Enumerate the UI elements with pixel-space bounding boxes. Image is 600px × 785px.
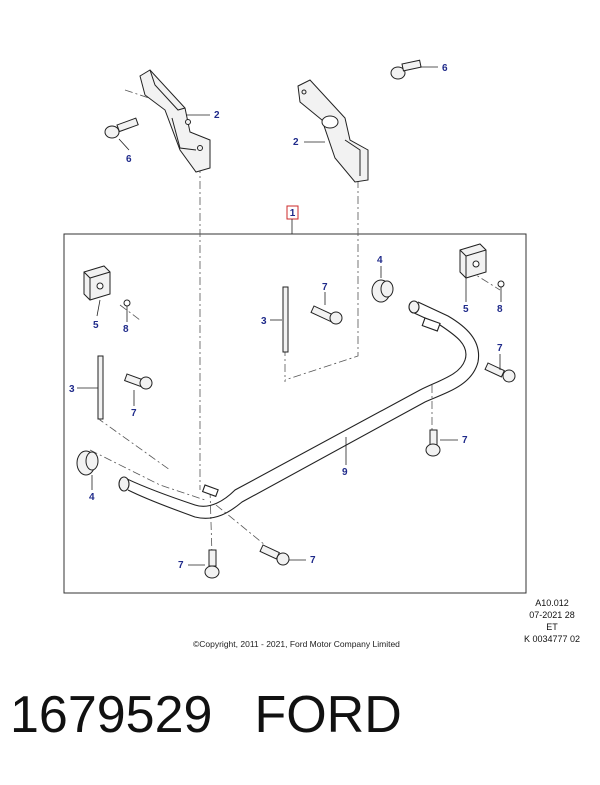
bracket-left <box>139 69 211 173</box>
brand-name: FORD <box>254 686 402 744</box>
reference-line-2: 07-2021 28 <box>529 610 575 620</box>
bolt-7-d <box>425 429 441 457</box>
bolt-7-e <box>204 549 220 579</box>
callout-7-d[interactable]: 7 <box>462 435 468 446</box>
clamp-5-right <box>459 243 487 279</box>
part-title: 1679529 FORD <box>10 685 402 745</box>
nut-8-right <box>497 280 505 288</box>
clamp-5-left <box>83 265 111 301</box>
stud-3-lower <box>97 355 104 420</box>
callout-6-right[interactable]: 6 <box>442 63 448 74</box>
callout-7-c[interactable]: 7 <box>497 343 503 354</box>
part-number: 1679529 <box>10 686 213 744</box>
callout-9[interactable]: 9 <box>342 467 348 478</box>
callout-5-right[interactable]: 5 <box>463 304 469 315</box>
parts-diagram: 1 <box>63 59 527 594</box>
callout-8-right[interactable]: 8 <box>497 304 503 315</box>
callout-8-left[interactable]: 8 <box>123 324 129 335</box>
callout-2-upper-right[interactable]: 2 <box>293 137 299 148</box>
callout-3-upper[interactable]: 3 <box>261 316 267 327</box>
bolt-7-c <box>484 362 516 383</box>
bolt-6-left <box>104 117 139 139</box>
bolt-7-f <box>259 544 290 566</box>
reference-line-1: A10.012 <box>535 598 569 608</box>
callout-7-e[interactable]: 7 <box>178 560 184 571</box>
bracket-right <box>297 79 369 183</box>
svg-text:1: 1 <box>290 208 296 219</box>
callout-7-b[interactable]: 7 <box>131 408 137 419</box>
callout-5-left[interactable]: 5 <box>93 320 99 331</box>
bolt-7-b <box>123 373 153 390</box>
callout-7-a[interactable]: 7 <box>322 282 328 293</box>
callout-4-left[interactable]: 4 <box>89 492 95 503</box>
callout-4-right[interactable]: 4 <box>377 255 383 266</box>
stud-3-upper <box>282 286 289 353</box>
callout-2-upper-left[interactable]: 2 <box>214 110 220 121</box>
callout-3-lower[interactable]: 3 <box>69 384 75 395</box>
callout-7-f[interactable]: 7 <box>310 555 316 566</box>
bolt-7-a <box>310 305 343 325</box>
copyright-notice: ©Copyright, 2011 - 2021, Ford Motor Comp… <box>193 639 400 649</box>
callout-6-left[interactable]: 6 <box>126 154 132 165</box>
reference-line-4: K 0034777 02 <box>523 634 581 644</box>
assembly-frame <box>63 233 527 594</box>
callout-1[interactable]: 1 <box>286 205 299 234</box>
bushing-4-right <box>371 279 394 303</box>
bolt-6-right <box>390 59 422 80</box>
reference-line-3: ET <box>546 622 558 632</box>
bushing-4-left <box>76 450 99 476</box>
nut-8-left <box>123 299 131 307</box>
stabilizer-bar <box>118 300 480 519</box>
